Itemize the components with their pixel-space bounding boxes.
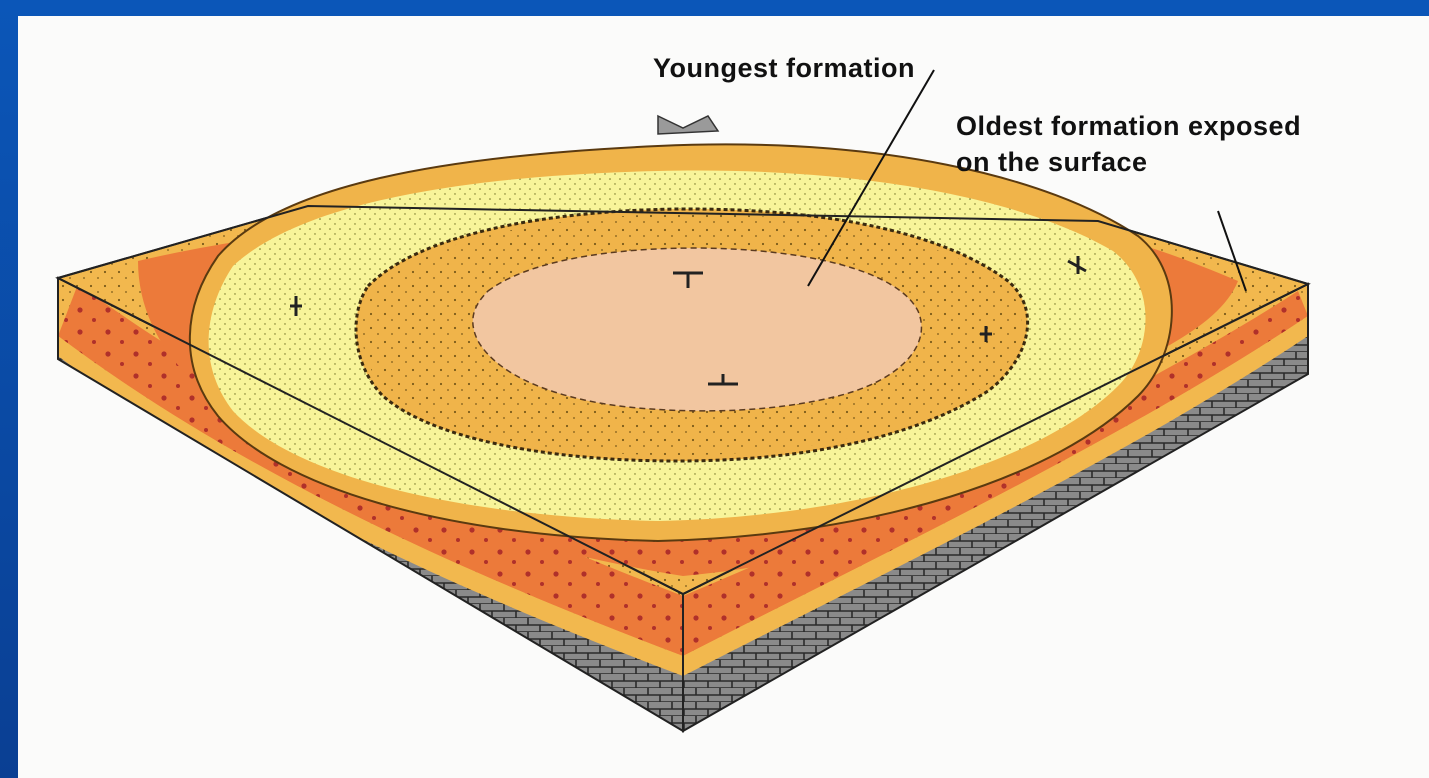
oldest-formation-label-line1: Oldest formation exposed [956,110,1301,142]
oldest-formation-label-line2: on the surface [956,146,1148,178]
top-surface [58,116,1308,594]
youngest-formation-label: Youngest formation [653,52,915,84]
diagram-panel: Youngest formation Oldest formation expo… [18,16,1429,778]
